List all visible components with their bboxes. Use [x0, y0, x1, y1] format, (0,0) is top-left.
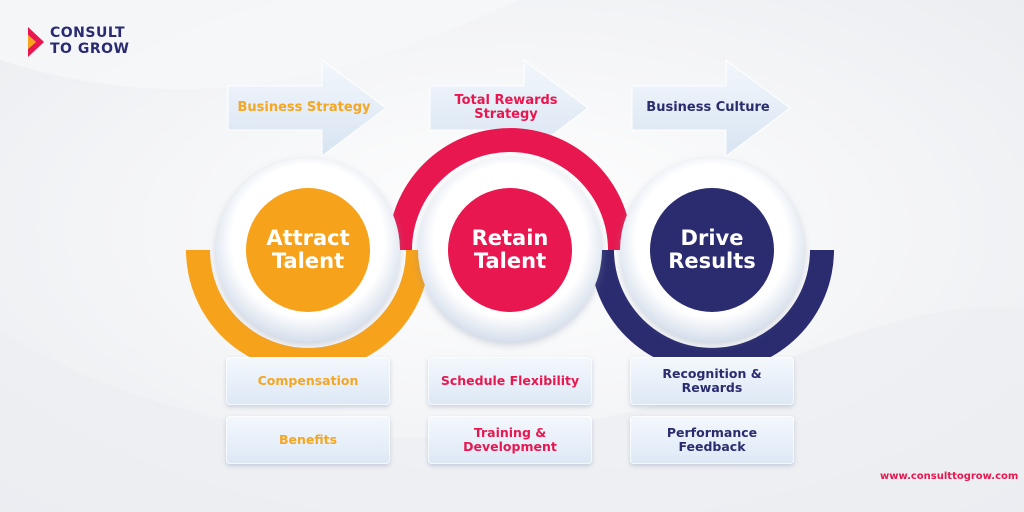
retain-ribbon	[388, 128, 632, 250]
attract-ribbon	[186, 250, 430, 372]
card-benefits: Benefits	[226, 416, 390, 464]
arrow-label: Business Culture	[646, 100, 770, 115]
drive-circle	[650, 188, 774, 312]
logo-line1: CONSULT	[50, 25, 125, 41]
arrow-business-strategy: Business Strategy	[226, 58, 394, 158]
drive-results-label: Drive Results	[668, 226, 756, 273]
card-training-development: Training & Development	[428, 416, 592, 464]
card-compensation: Compensation	[226, 357, 390, 405]
arrow-label: Total Rewards Strategy	[454, 93, 558, 122]
attract-circle	[246, 188, 370, 312]
attract-talent-label: Attract Talent	[266, 226, 350, 273]
drive-ribbon	[590, 250, 834, 372]
play-chevron-icon	[28, 27, 44, 57]
arrow-total-rewards-strategy: Total Rewards Strategy	[428, 58, 596, 158]
logo: CONSULT TO GROW	[28, 25, 168, 65]
card-schedule-flexibility: Schedule Flexibility	[428, 357, 592, 405]
arrow-label: Business Strategy	[237, 100, 371, 115]
retain-talent-label: Retain Talent	[471, 226, 549, 273]
retain-circle	[448, 188, 572, 312]
card-performance-feedback: Performance Feedback	[630, 416, 794, 464]
logo-line2: TO GROW	[50, 41, 130, 57]
arrow-business-culture: Business Culture	[630, 58, 798, 158]
website-url[interactable]: www.consulttogrow.com	[880, 471, 1019, 482]
card-recognition-rewards: Recognition & Rewards	[630, 357, 794, 405]
